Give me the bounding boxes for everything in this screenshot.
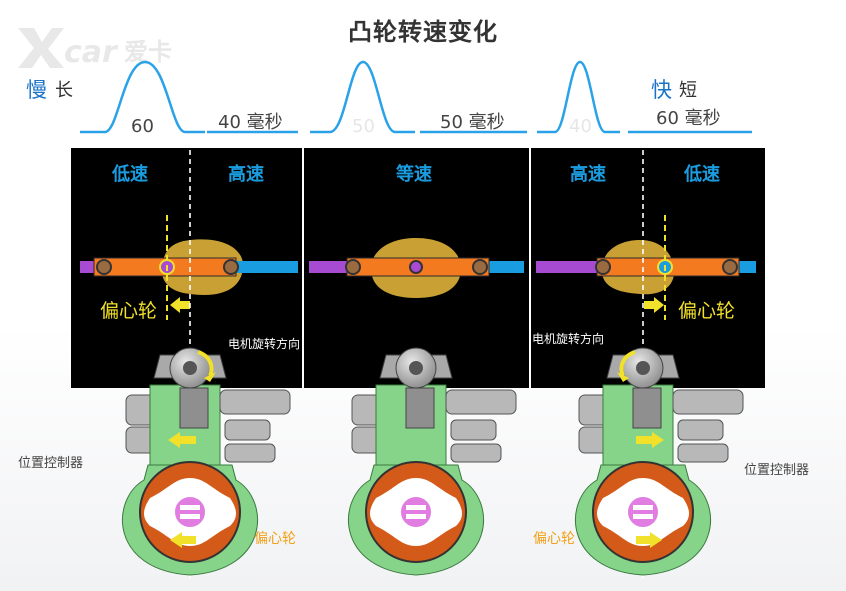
cam-value-3: 40 [569,116,592,137]
eccentric-label-right: 偏心轮 [678,300,736,322]
page-title: 凸轮转速变化 [348,18,498,46]
cam-profile-2 [310,60,415,134]
position-controller-label-left: 位置控制器 [18,456,84,471]
speed-fast-label: 快 [651,78,672,102]
arrow-right-icon [644,297,664,313]
xcar-logo-icon: car 爱卡 [18,28,172,70]
xcar-logo: car 爱卡 [12,22,187,72]
cam-profile-3 [537,60,620,134]
duration-long-label: 长 [55,80,73,101]
actuator-arrow-right-top-icon [636,432,664,448]
actuator-right [575,347,744,576]
cam-profile-1 [80,60,205,134]
motor-direction-label-right: 电机旋转方向 [532,332,605,346]
actuator-middle [348,347,517,576]
zone-low-right: 低速 [684,164,720,185]
duration-short-label: 短 [679,80,697,101]
zone-low-left: 低速 [112,164,148,185]
speed-slow-label: 慢 [26,78,47,102]
middle-mechanism [309,238,524,298]
cam-value-1: 60 [131,116,154,137]
eccentric-label-left: 偏心轮 [100,300,158,322]
duration-value-3: 60 毫秒 [656,108,721,129]
motor-direction-label-left: 电机旋转方向 [228,337,301,351]
duration-value-1: 40 毫秒 [218,112,283,133]
zone-high-left: 高速 [228,164,264,185]
actuator-arrow-left-bottom-icon [170,532,196,548]
actuator-arrow-right-bottom-icon [636,532,662,548]
left-mechanism [80,215,298,320]
cam-value-2: 50 [352,116,375,137]
actuator-arrow-left-top-icon [168,432,196,448]
right-mechanism [536,215,756,320]
cam-profiles [80,60,752,134]
position-controller-label-right: 位置控制器 [744,463,810,478]
actuator-left [122,347,291,576]
zone-equal: 等速 [396,164,432,185]
duration-value-2: 50 毫秒 [440,112,505,133]
arrow-left-icon [170,297,190,313]
zone-high-right: 高速 [570,164,606,185]
eccentric-label-bottom-left: 偏心轮 [254,531,296,547]
eccentric-label-bottom-right: 偏心轮 [533,531,575,547]
svg-text:car: car [64,35,119,70]
